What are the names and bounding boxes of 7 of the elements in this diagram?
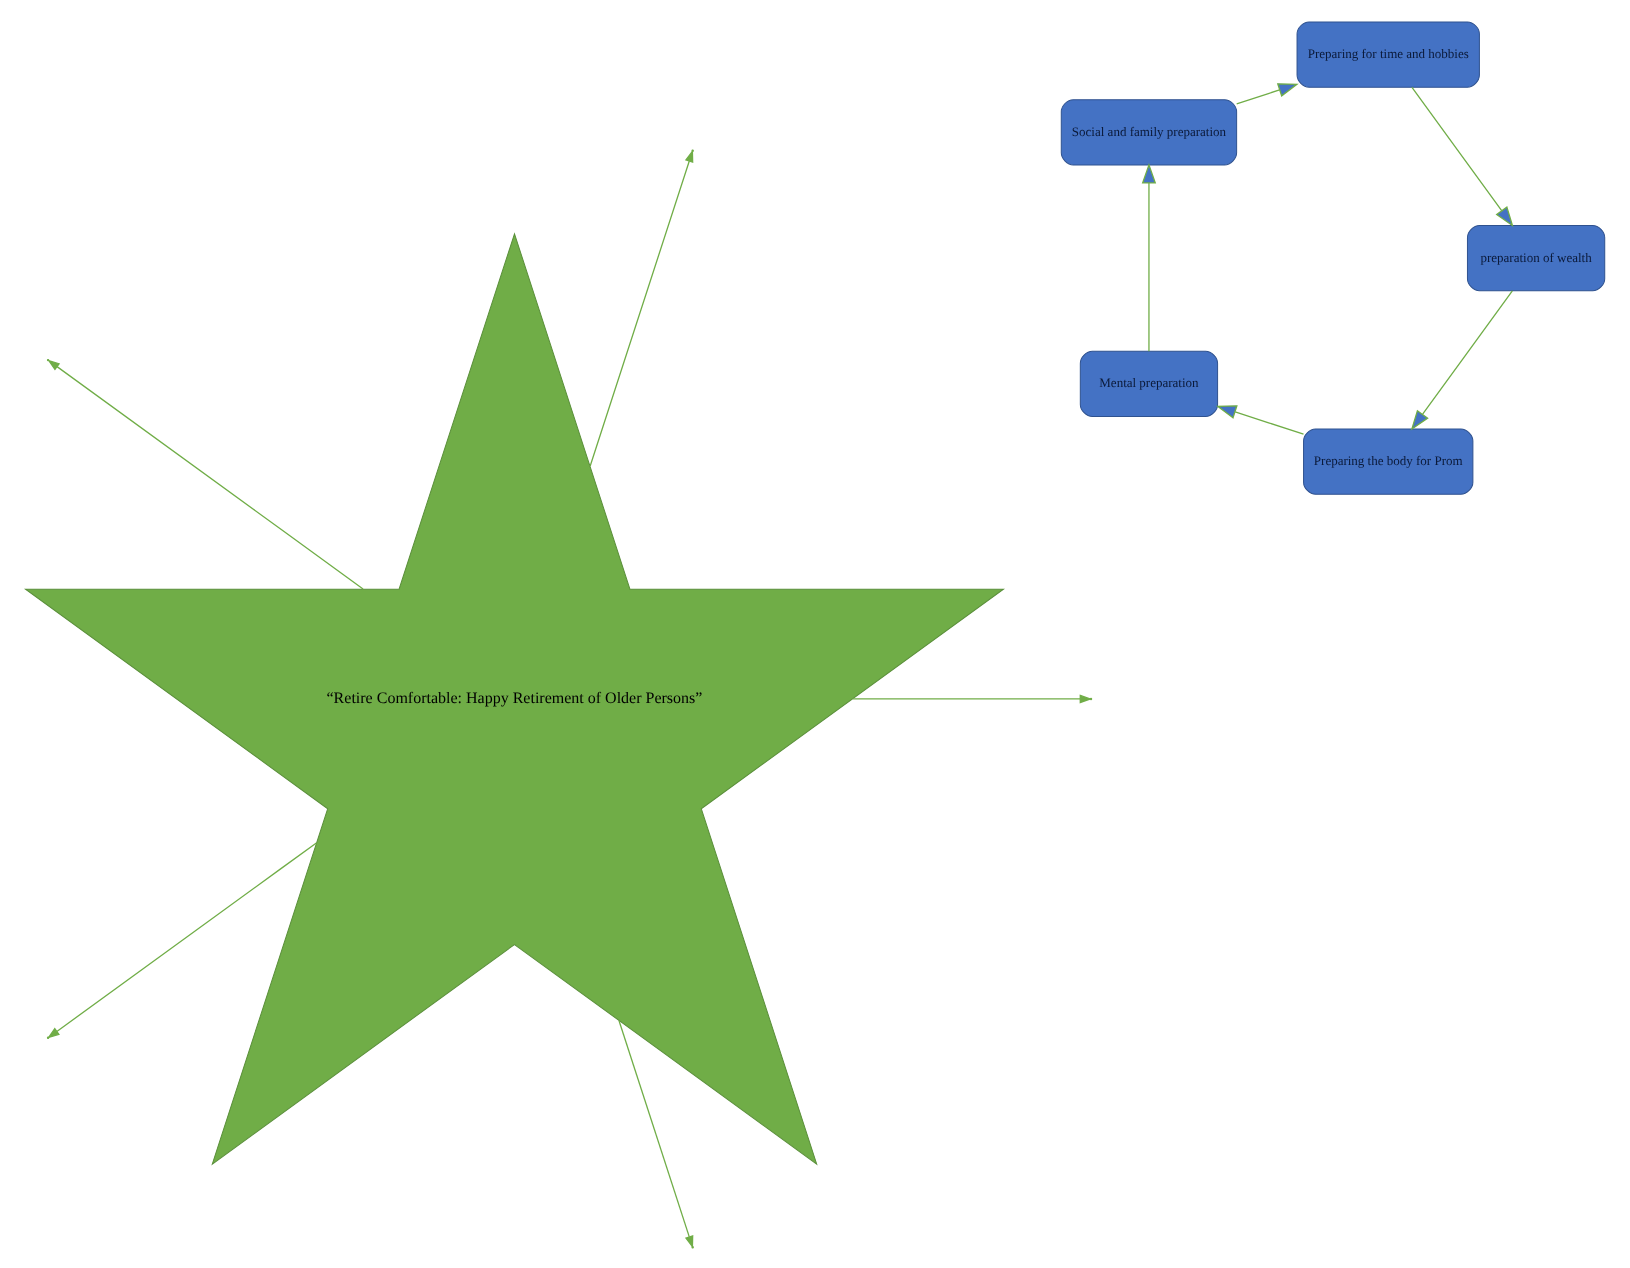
- arrow: [1215, 404, 1305, 434]
- arrow: [1410, 289, 1513, 430]
- arrow: [589, 148, 694, 466]
- arrow: [618, 1019, 694, 1248]
- arrow: [1141, 161, 1157, 351]
- arrow: [1411, 85, 1514, 227]
- arrow: [1236, 82, 1299, 104]
